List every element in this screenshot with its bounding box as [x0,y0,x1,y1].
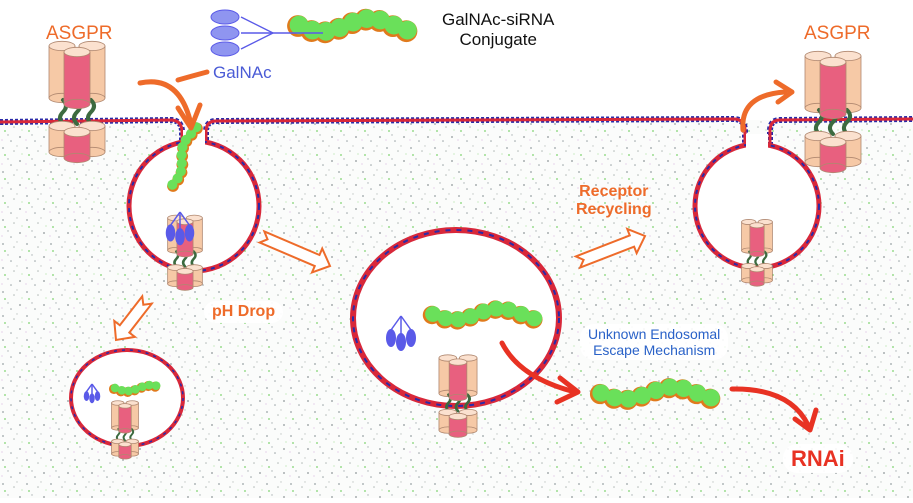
rnai-arrowhead [792,407,819,433]
conjugate-label: GalNAc-siRNA Conjugate [442,10,554,49]
galnac-ligand-endosome-left [165,211,195,246]
endosome-budding-left [126,130,262,274]
escape-mechanism-label: Unknown Endosomal Escape Mechanism [580,324,729,361]
conjugate-label-line2: Conjugate [459,29,537,49]
rnai-arrow [729,386,811,428]
asgpr-receptor-endosome-right [741,219,773,287]
internalization-arrow [137,79,193,123]
sirna-endosome-small [108,380,161,397]
escape-mechanism-line1: Unknown Endosomal [588,326,721,342]
asgpr-label-right: ASGPR [804,23,871,44]
escape-arrowhead [554,375,581,405]
escape-arrow [499,340,578,395]
sirna-cytoplasm [589,378,721,410]
asgpr-label-left: ASGPR [46,23,113,44]
arrow-ph-drop [113,293,155,342]
galnac-to-arrow-connector [175,69,210,83]
recycling-exit-arrowhead [773,79,795,105]
receptor-recycling-label: Receptor Recycling [576,183,652,220]
galnac-ligand-endosome-center [386,315,416,351]
conjugate-label-line1: GalNAc-siRNA [442,10,555,29]
sirna-conjugate-top [287,8,418,44]
rnai-label: RNAi [783,444,853,474]
arrow-to-endosome-center [257,229,332,275]
internalization-arrowhead [175,102,203,131]
galnac-ligand-endosome-small [83,383,101,404]
asgpr-receptor-surface-left [48,40,106,164]
arrow-receptor-recycling [573,227,647,270]
sirna-endosome-center [422,300,543,330]
asgpr-receptor-endosome-small [111,400,139,460]
asgpr-receptor-surface-right [804,50,862,174]
ph-drop-label: pH Drop [204,301,284,324]
galnac-ligand-top [210,9,323,57]
escape-mechanism-line2: Escape Mechanism [593,342,716,359]
receptor-recycling-line1: Receptor [579,183,649,200]
recycling-exit-arrow [740,89,788,133]
receptor-recycling-line2: Recycling [576,201,652,219]
asgpr-receptor-endosome-center [438,354,478,438]
galnac-label: GalNAc [213,63,272,82]
